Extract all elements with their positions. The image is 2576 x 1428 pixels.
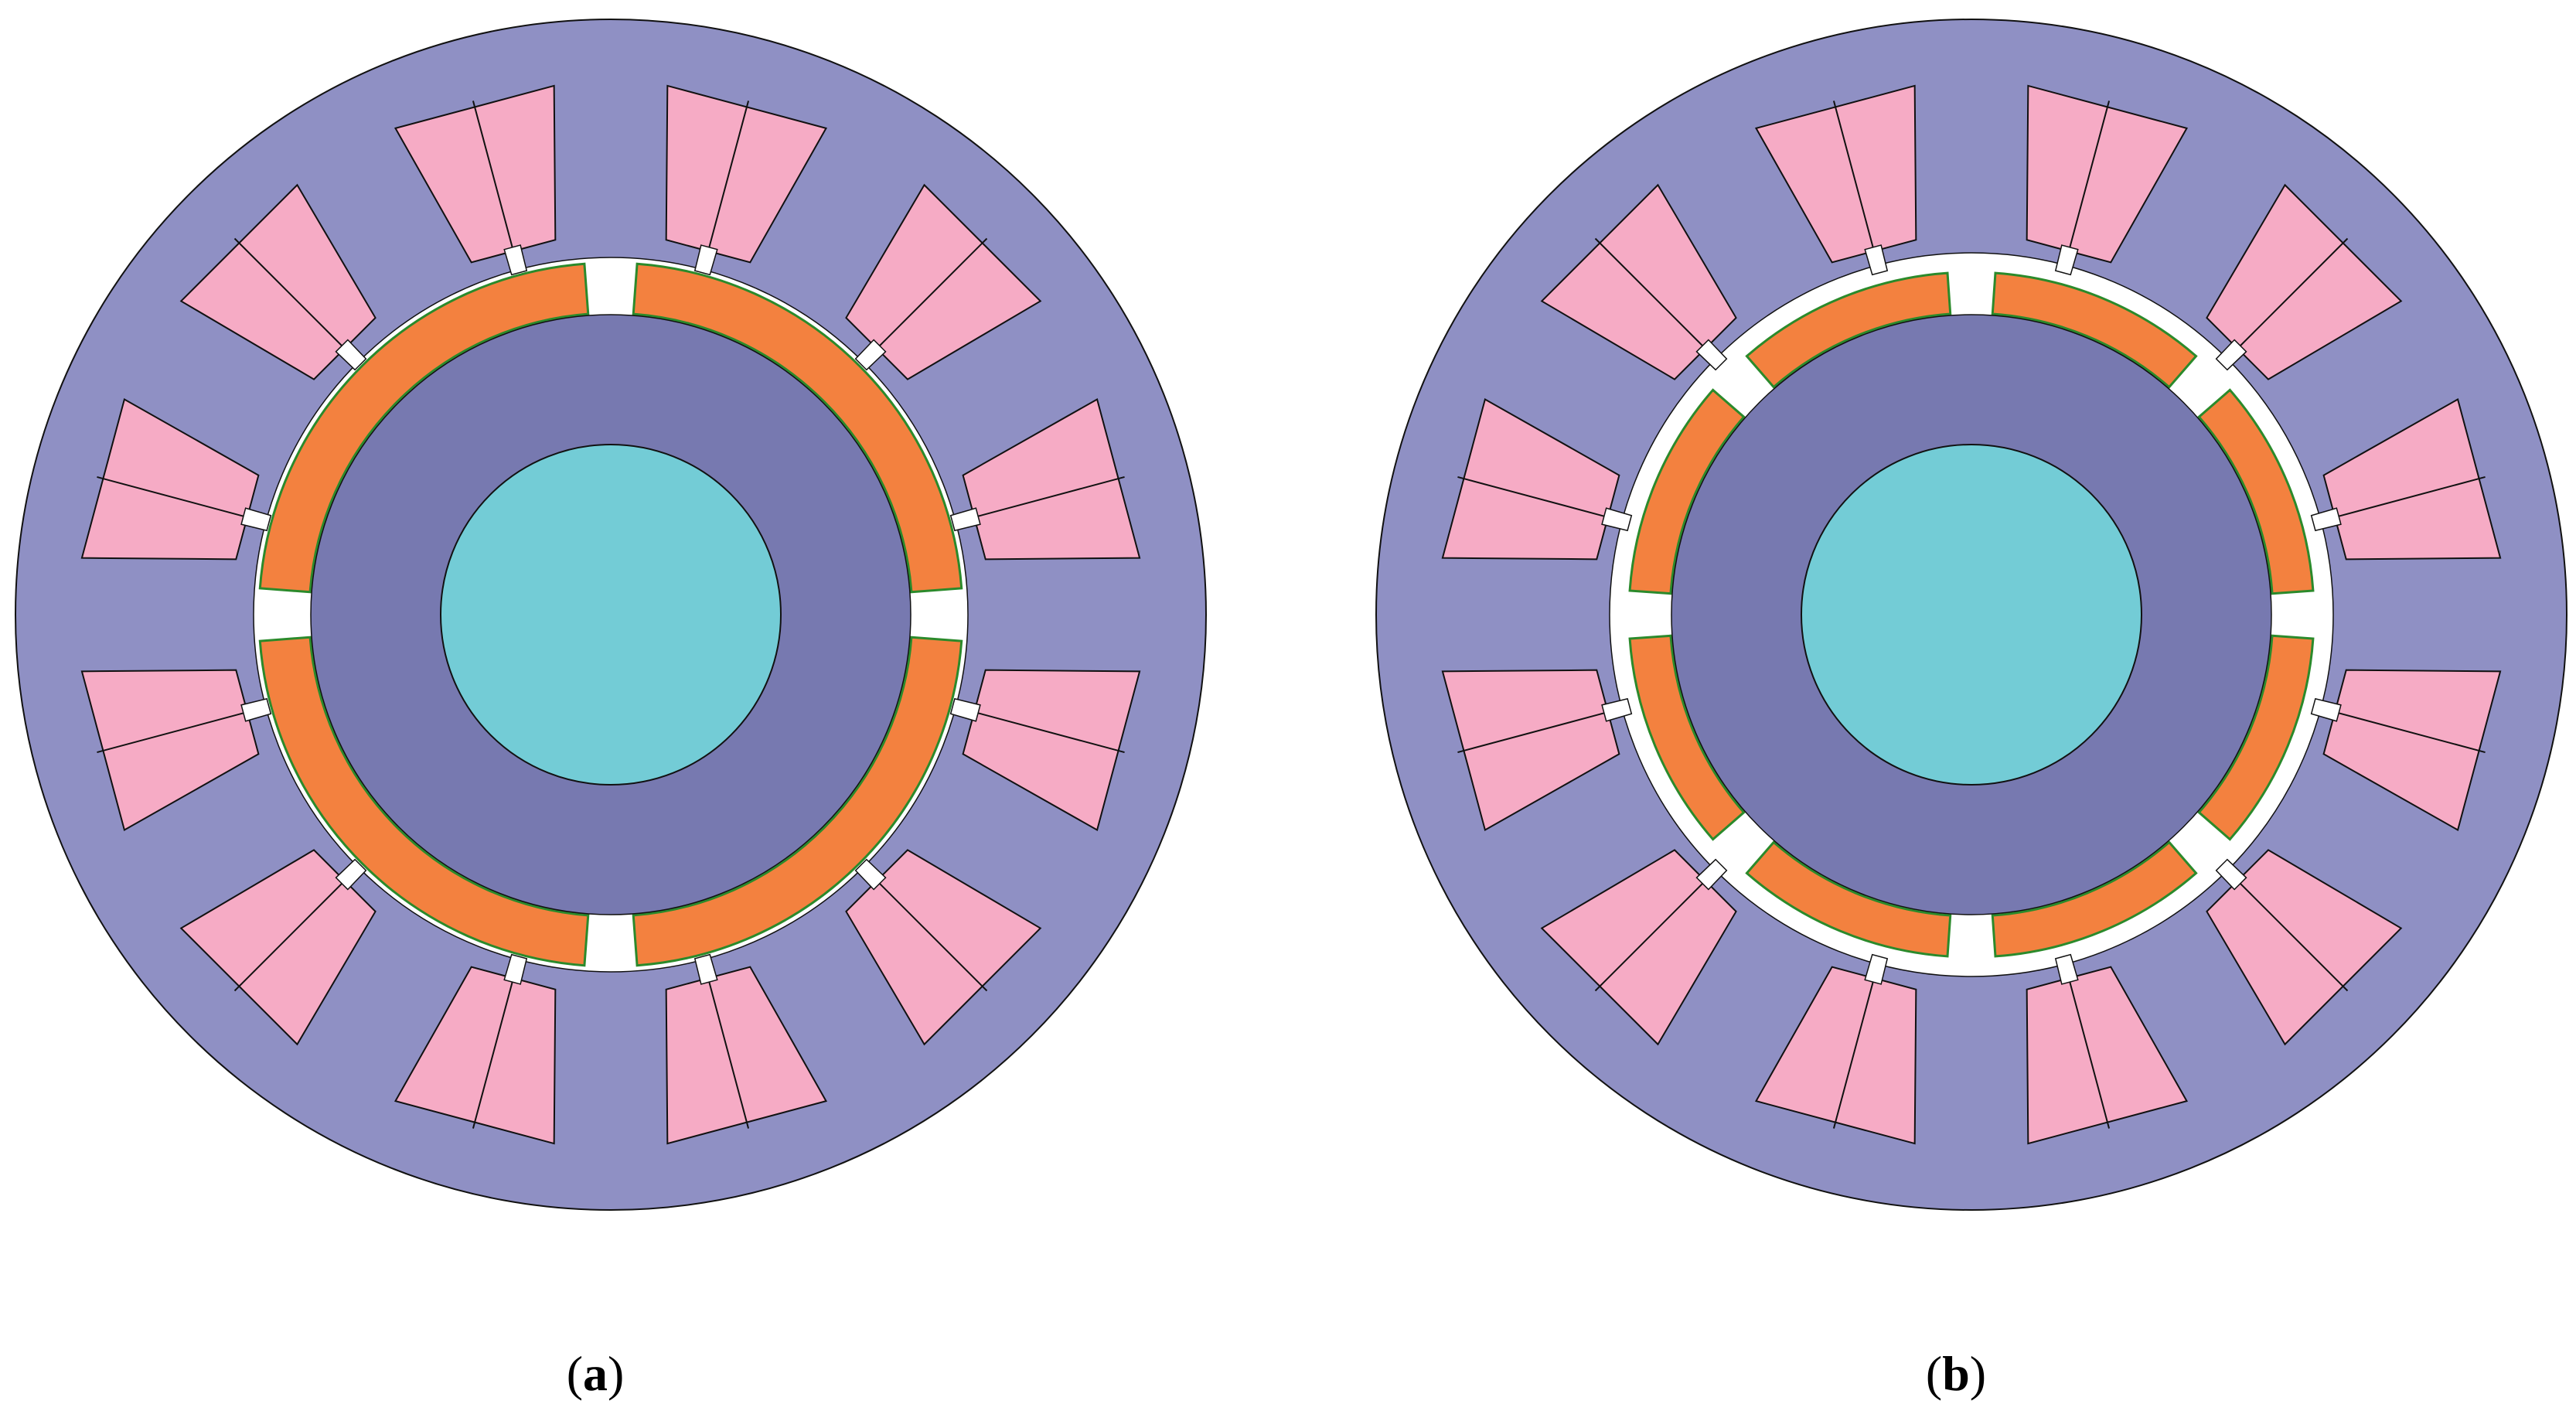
stator-coil <box>2026 84 2189 264</box>
slot-opening <box>2054 244 2079 276</box>
coil-divider <box>2068 980 2111 1129</box>
rotor-magnet <box>1991 271 2198 389</box>
coil-divider <box>1594 881 1705 992</box>
coil-divider <box>976 475 1125 518</box>
coil-divider <box>2238 881 2349 992</box>
stator-coil <box>2322 397 2502 561</box>
slot-opening <box>854 858 887 891</box>
slot-opening <box>335 339 367 371</box>
slot-opening <box>1864 953 1889 985</box>
rotor-magnet <box>2197 388 2315 595</box>
coil-divider <box>877 881 988 992</box>
coil-divider <box>472 101 514 249</box>
slot-opening <box>1864 244 1889 276</box>
slot-opening <box>335 858 367 891</box>
rotor-magnet <box>1991 840 2198 958</box>
slot-opening <box>693 953 718 985</box>
stator-coil <box>1754 966 1917 1145</box>
stator-coil <box>1441 669 1620 832</box>
slot-opening <box>2215 858 2247 891</box>
slot-opening <box>240 507 272 532</box>
stator-coil <box>665 966 828 1145</box>
coil-divider <box>97 711 245 754</box>
coil-divider <box>1832 980 1875 1129</box>
slot-opening <box>240 697 272 722</box>
coil-divider <box>976 711 1125 754</box>
slot-opening <box>2215 339 2247 371</box>
rotor-magnet <box>1745 840 1952 958</box>
slot-opening <box>1601 697 1633 722</box>
coil-divider <box>2068 101 2111 249</box>
coil-divider <box>233 881 344 992</box>
rotor-magnet <box>2197 634 2315 841</box>
stator-coil <box>1441 397 1620 561</box>
slot-opening <box>503 244 528 276</box>
slot-opening <box>949 507 981 532</box>
motor-panel-a <box>15 19 1207 1211</box>
slot-opening <box>1601 507 1633 532</box>
stator-coil <box>80 397 260 561</box>
coil-divider <box>2337 711 2486 754</box>
coil-divider <box>1457 475 1606 518</box>
slot-opening <box>1695 858 1728 891</box>
stator-coil <box>962 669 1141 832</box>
slot-opening <box>949 697 981 722</box>
rotor-magnet <box>258 262 590 594</box>
slot-opening <box>693 244 718 276</box>
shaft <box>1801 444 2142 786</box>
slot-opening <box>854 339 887 371</box>
caption-a: (a) <box>566 1346 625 1401</box>
stator-coil <box>962 397 1141 561</box>
coil-divider <box>472 980 514 1129</box>
rotor-magnet <box>1628 388 1746 595</box>
rotor-magnet <box>632 262 963 594</box>
slot-opening <box>2054 953 2079 985</box>
stator-coil <box>394 966 557 1145</box>
stator-coil <box>2026 966 2189 1145</box>
stator-coil <box>394 84 557 264</box>
stator-coil <box>665 84 828 264</box>
stator-coil <box>1754 84 1917 264</box>
coil-divider <box>233 237 344 348</box>
slot-opening <box>1695 339 1728 371</box>
rotor-magnet <box>632 636 963 967</box>
coil-divider <box>877 237 988 348</box>
slot-opening <box>2310 697 2342 722</box>
shaft <box>440 444 782 786</box>
caption-b: (b) <box>1925 1346 1987 1401</box>
coil-divider <box>2238 237 2349 348</box>
rotor-magnet <box>1745 271 1952 389</box>
caption-a-letter: a <box>583 1346 608 1401</box>
slot-opening <box>2310 507 2342 532</box>
stator-coil <box>80 669 260 832</box>
coil-divider <box>1832 101 1875 249</box>
rotor-magnet <box>258 636 590 967</box>
coil-divider <box>2337 475 2486 518</box>
coil-divider <box>97 475 245 518</box>
stator-coil <box>2322 669 2502 832</box>
slot-opening <box>503 953 528 985</box>
coil-divider <box>1457 711 1606 754</box>
rotor-magnet <box>1628 634 1746 841</box>
coil-divider <box>707 980 750 1129</box>
caption-b-letter: b <box>1942 1346 1970 1401</box>
motor-panel-b <box>1375 19 2567 1211</box>
coil-divider <box>707 101 750 249</box>
coil-divider <box>1594 237 1705 348</box>
